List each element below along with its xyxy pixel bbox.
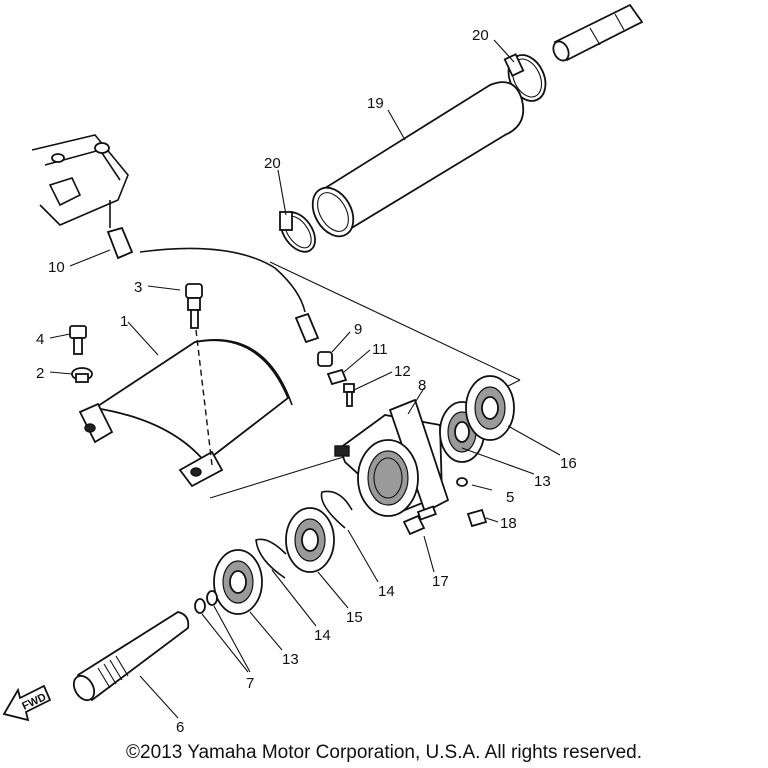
hose-joint-9 bbox=[317, 351, 333, 367]
fwd-label: FWD bbox=[20, 691, 48, 712]
callout-1: 1 bbox=[120, 313, 128, 330]
engine-mount-corner bbox=[31, 134, 129, 228]
callout-2: 2 bbox=[36, 365, 44, 382]
callout-5: 5 bbox=[506, 489, 514, 506]
callout-14-left: 14 bbox=[314, 627, 331, 644]
drive-shaft-6 bbox=[72, 611, 190, 702]
hose-10 bbox=[106, 226, 320, 344]
callout-17: 17 bbox=[432, 573, 449, 590]
callout-13-left: 13 bbox=[282, 651, 299, 668]
callout-20-left: 20 bbox=[264, 155, 281, 172]
bearing-housing-1 bbox=[78, 329, 293, 488]
copyright-notice: ©2013 Yamaha Motor Corporation, U.S.A. A… bbox=[126, 742, 642, 763]
leader-lines bbox=[49, 39, 561, 719]
fitting-12 bbox=[343, 383, 355, 407]
oil-seal-13-left bbox=[213, 549, 263, 615]
washer-11 bbox=[326, 368, 348, 386]
callout-20-top: 20 bbox=[472, 27, 489, 44]
fwd-arrow-icon: FWD bbox=[2, 684, 52, 722]
oil-seal-13-right bbox=[439, 401, 485, 463]
drive-shaft-end-top-right bbox=[552, 3, 644, 62]
callout-18: 18 bbox=[500, 515, 517, 532]
callout-7: 7 bbox=[246, 675, 254, 692]
bearing-housing-8 bbox=[334, 398, 450, 517]
callout-16: 16 bbox=[560, 455, 577, 472]
lock-washer-18 bbox=[466, 508, 488, 528]
bearing-16 bbox=[465, 375, 515, 441]
callout-15: 15 bbox=[346, 609, 363, 626]
callout-9: 9 bbox=[354, 321, 362, 338]
washer-2 bbox=[71, 367, 93, 383]
bolt-4 bbox=[69, 325, 87, 355]
callout-12: 12 bbox=[394, 363, 411, 380]
o-ring-5 bbox=[456, 477, 468, 487]
callout-19: 19 bbox=[367, 95, 384, 112]
o-rings-7 bbox=[194, 590, 218, 614]
callout-4: 4 bbox=[36, 331, 44, 348]
callout-11: 11 bbox=[372, 341, 388, 358]
circlip-14-left bbox=[255, 538, 287, 579]
callout-13-right: 13 bbox=[534, 473, 551, 490]
callout-6: 6 bbox=[176, 719, 184, 736]
callout-10: 10 bbox=[48, 259, 65, 276]
callout-labels: 20 19 20 10 3 1 4 2 9 11 12 8 16 13 5 18… bbox=[36, 27, 577, 736]
callout-14-right: 14 bbox=[378, 583, 395, 600]
drive-shaft-tube-19 bbox=[311, 81, 525, 238]
grease-fitting-3 bbox=[185, 283, 203, 329]
bolt-17 bbox=[402, 505, 437, 536]
bearing-15 bbox=[285, 507, 335, 573]
circlip-14-right bbox=[320, 490, 353, 529]
callout-8: 8 bbox=[418, 377, 426, 394]
callout-3: 3 bbox=[134, 279, 142, 296]
